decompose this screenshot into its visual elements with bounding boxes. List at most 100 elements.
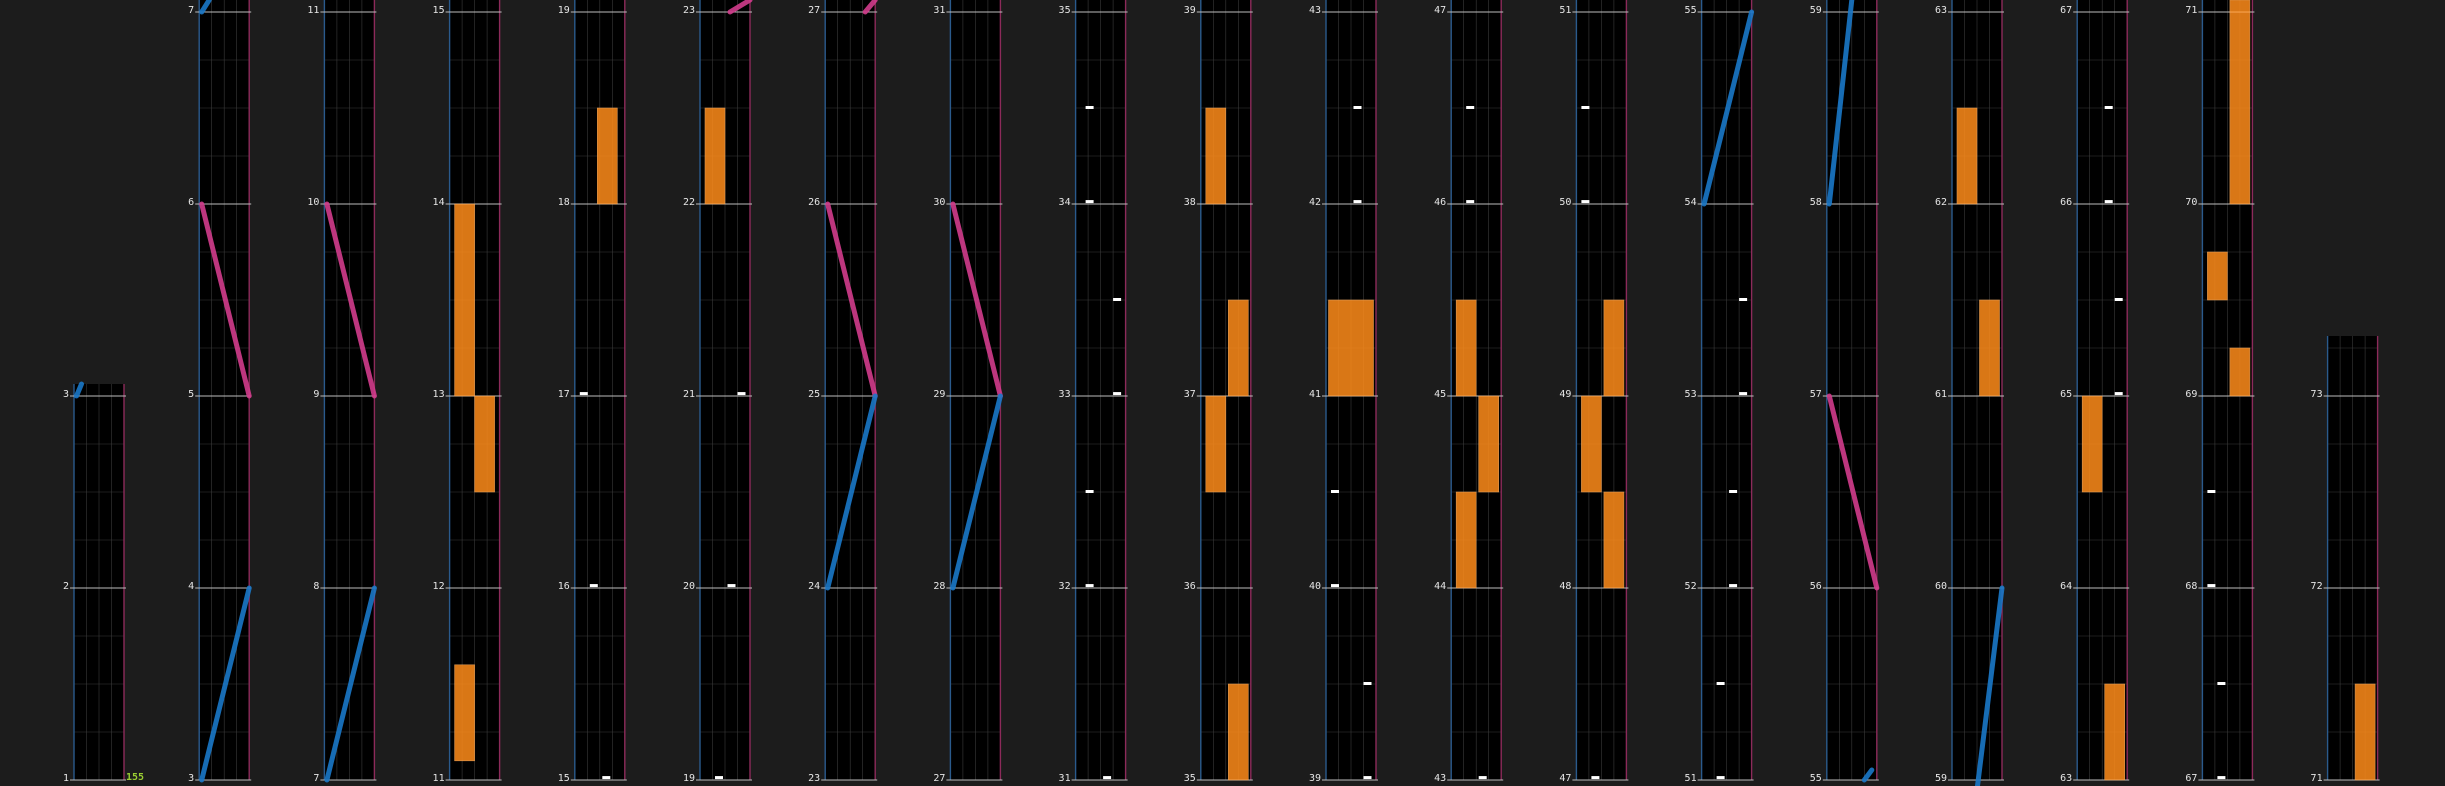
measure-number: 53 [1685,389,1697,400]
slide-note-blue [1974,585,2005,786]
slide-note-blue [1861,767,1875,783]
measure-number: 68 [2185,581,2197,592]
measure-number: 26 [808,197,820,208]
measure-number: 11 [307,5,319,16]
measure-number: 67 [2060,5,2072,16]
hold-note [1228,299,1249,397]
tap-note [1739,392,1748,396]
measure-number: 19 [558,5,570,16]
measure-number: 47 [1434,5,1446,16]
hold-note [2081,395,2103,493]
tap-note [1466,200,1475,204]
measure-number: 61 [1935,389,1947,400]
measure-number: 30 [933,197,945,208]
measure-number: 6 [188,197,194,208]
measure-number: 29 [933,389,945,400]
measure-number: 43 [1309,5,1321,16]
tap-note [2104,106,2113,109]
measure-number: 33 [1059,389,1071,400]
measure-number: 37 [1184,389,1196,400]
hold-note [454,203,475,397]
hold-note [1603,299,1625,397]
measure-number: 35 [1184,773,1196,784]
hold-note [1228,683,1249,781]
measure-number: 31 [1059,773,1071,784]
tap-note [1085,490,1094,493]
measure-number: 71 [2185,5,2197,16]
measure-number: 34 [1059,197,1071,208]
measure-number: 4 [188,581,194,592]
measure-number: 45 [1434,389,1446,400]
measure-number: 59 [1935,773,1947,784]
measure-number: 73 [2311,389,2323,400]
measure-number: 9 [313,389,319,400]
slide-note-blue [74,381,84,399]
tap-note [1363,682,1372,685]
hold-note [1455,299,1477,397]
measure-number: 54 [1685,197,1697,208]
tap-note [1716,776,1725,780]
tap-note [2207,490,2216,493]
measure-number: 20 [683,581,695,592]
slide-note-blue [1701,9,1755,207]
measure-number: 25 [808,389,820,400]
hold-note [474,395,495,493]
tap-note [2104,200,2113,204]
measure-number: 2 [63,581,69,592]
tap-note [727,584,736,588]
tap-note [1085,200,1094,204]
measure-number: 27 [933,773,945,784]
measure-number: 70 [2185,197,2197,208]
measure-number: 8 [313,581,319,592]
measure-number: 18 [558,197,570,208]
combo-counter: 155 [126,772,144,783]
tap-note [1591,776,1600,780]
tap-note [579,392,588,396]
measure-number: 57 [1810,389,1822,400]
tap-note [2217,776,2226,780]
tap-note [715,776,723,780]
hold-note [2207,251,2228,301]
tap-note [1113,298,1122,301]
measure-number: 23 [808,773,820,784]
tap-note [1739,298,1748,301]
measure-number: 1 [63,773,69,784]
tap-note [1085,106,1094,109]
slide-note-pink [199,201,252,399]
tap-note [1581,106,1590,109]
measure-number: 56 [1810,581,1822,592]
measure-number: 19 [683,773,695,784]
measure-number: 59 [1810,5,1822,16]
measure-number: 38 [1184,197,1196,208]
measure-number: 46 [1434,197,1446,208]
measure-number: 10 [307,197,319,208]
measure-number: 58 [1810,197,1822,208]
measure-number: 44 [1434,581,1446,592]
measure-number: 49 [1559,389,1571,400]
tap-note [2114,298,2123,301]
measure-number: 55 [1810,773,1822,784]
measure-number: 67 [2185,773,2197,784]
measure-number: 11 [433,773,445,784]
tap-note [1353,200,1362,204]
slide-note-blue [1826,0,1855,207]
slide-note-pink [950,201,1003,399]
tap-note [1085,584,1094,588]
tap-note [1353,106,1362,109]
slide-note-pink [862,0,878,15]
measure-number: 72 [2311,581,2323,592]
hold-note [454,664,475,762]
tap-note [2217,682,2226,685]
measure-number: 50 [1559,197,1571,208]
slide-note-blue [199,585,252,783]
slide-note-blue [825,393,878,591]
slide-note-blue [199,0,212,15]
tap-note [2207,584,2216,588]
measure-number: 16 [558,581,570,592]
hold-note [1205,107,1227,205]
measure-number: 36 [1184,581,1196,592]
slide-note-pink [727,0,753,15]
slide-note-pink [324,201,377,399]
hold-note [596,107,618,205]
